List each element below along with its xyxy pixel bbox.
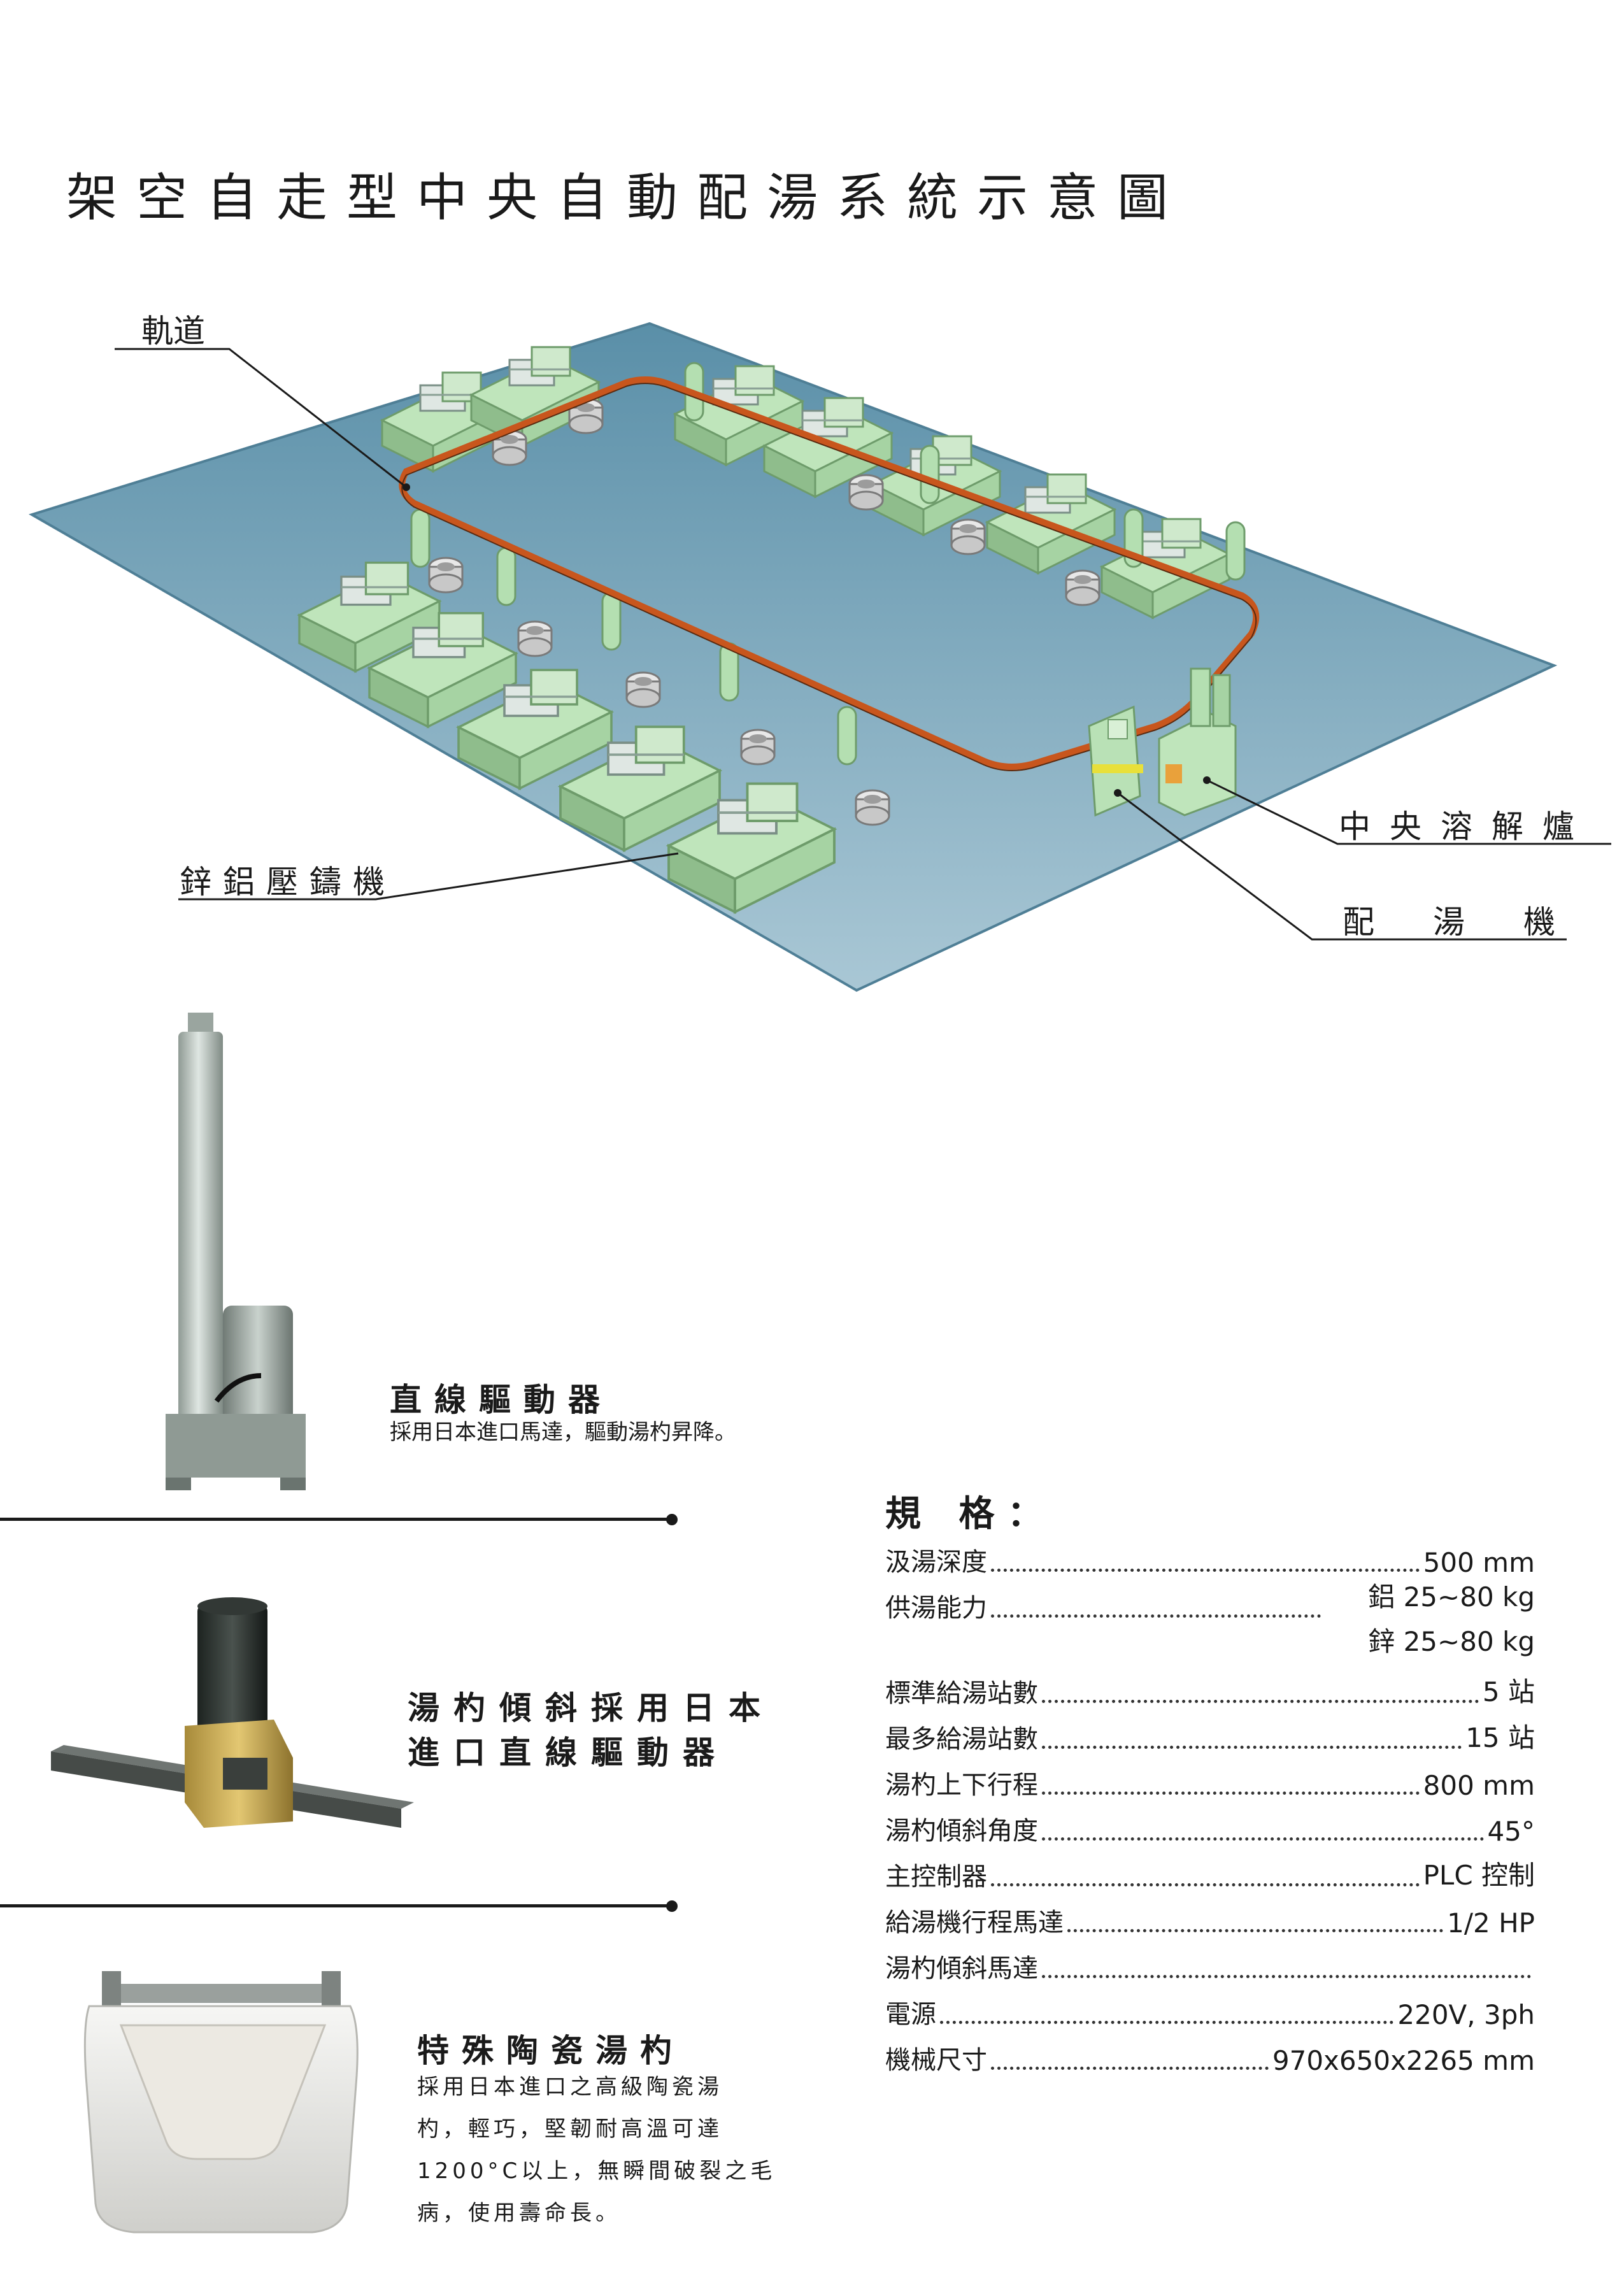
spec-row: 主控制器 PLC 控制 <box>885 1855 1535 1893</box>
product-3-desc-line: 杓，輕巧，堅韌耐高溫可達 <box>417 2116 723 2142</box>
tilt-actuator-photo <box>51 1597 414 1828</box>
spec-leader <box>991 1883 1420 1886</box>
spec-label: 最多給湯站數 <box>885 1725 1038 1754</box>
leader-furnace <box>1206 779 1611 845</box>
product-3-desc-line: 1200°C以上，無瞬間破裂之毛 <box>417 2158 776 2184</box>
spec-leader <box>991 1614 1321 1618</box>
spec-row: 最多給湯站數 15 站 <box>885 1717 1535 1755</box>
product-2-title-line-2: 進口直線驅動器 <box>408 1734 729 1771</box>
spec-label: 標準給湯站數 <box>885 1679 1038 1708</box>
spec-row: 機械尺寸 970x650x2265 mm <box>885 2038 1535 2076</box>
spec-label: 主控制器 <box>885 1862 987 1892</box>
spec-leader <box>1042 1792 1420 1795</box>
spec-value: 970x650x2265 mm <box>1272 2045 1535 2076</box>
spec-row: 電源 220V, 3ph <box>885 1992 1535 2030</box>
spec-leader <box>1042 1700 1479 1703</box>
spec-value: 鋅 25~80 kg <box>1368 1626 1535 1657</box>
spec-leader <box>1042 1746 1462 1749</box>
spec-row: 標準給湯站數 5 站 <box>885 1671 1535 1709</box>
spec-leader <box>940 2021 1394 2024</box>
product-1-title: 直線驅動器 <box>390 1381 613 1418</box>
spec-value: PLC 控制 <box>1423 1860 1535 1891</box>
spec-value: 800 mm <box>1423 1770 1535 1801</box>
product-1-desc: 採用日本進口馬達，驅動湯杓昇降。 <box>390 1420 736 1445</box>
spec-label: 機械尺寸 <box>885 2046 987 2075</box>
spec-row: 湯杓上下行程 800 mm <box>885 1763 1535 1801</box>
spec-label: 汲湯深度 <box>885 1548 987 1577</box>
ceramic-ladle-photo <box>83 1971 359 2234</box>
spec-leader <box>1067 1929 1444 1932</box>
spec-value: 鋁 25~80 kg <box>1368 1581 1535 1613</box>
page-title: 架空自走型中央自動配湯系統示意圖 <box>66 168 1187 227</box>
divider <box>0 1518 669 1521</box>
spec-row: 湯杓傾斜角度 45° <box>885 1809 1535 1847</box>
divider-dot <box>666 1900 678 1912</box>
spec-value: 220V, 3ph <box>1397 1999 1535 2030</box>
spec-leader <box>991 2067 1269 2070</box>
spec-value: 1/2 HP <box>1447 1907 1535 1939</box>
divider-dot <box>666 1514 678 1525</box>
label-dispenser: 配湯機 <box>1343 904 1614 941</box>
track-loop <box>399 376 1260 770</box>
label-furnace: 中央溶解爐 <box>1339 808 1593 845</box>
spec-label: 供湯能力 <box>885 1593 987 1623</box>
spec-value: 15 站 <box>1465 1722 1535 1753</box>
spec-label: 湯杓傾斜角度 <box>885 1816 1038 1846</box>
product-3-desc-line: 病，使用壽命長。 <box>417 2200 621 2226</box>
label-die-casting: 鋅鋁壓鑄機 <box>180 864 396 901</box>
product-3-desc-line: 採用日本進口之高級陶瓷湯 <box>417 2074 723 2100</box>
spec-row: 給湯機行程馬達 1/2 HP <box>885 1900 1535 1939</box>
spec-row: 供湯能力 <box>885 1586 1325 1624</box>
system-diagram <box>29 322 1611 992</box>
spec-label: 湯杓傾斜馬達 <box>885 1954 1038 1983</box>
spec-row: 湯杓傾斜馬達 <box>885 1946 1535 1984</box>
leader-dispenser <box>1117 792 1567 941</box>
label-track: 軌道 <box>141 313 205 350</box>
dispenser-machine <box>1088 705 1143 817</box>
central-furnace <box>1158 667 1237 816</box>
linear-actuator-photo <box>166 1013 306 1490</box>
spec-heading: 規 格： <box>885 1493 1056 1535</box>
spec-row: 汲湯深度 500 mm <box>885 1540 1535 1578</box>
spec-leader <box>1042 1975 1531 1978</box>
spec-value: 45° <box>1487 1816 1535 1847</box>
spec-label: 電源 <box>885 2000 936 2029</box>
leader-die-casting <box>178 852 679 901</box>
divider <box>0 1904 669 1907</box>
spec-label: 湯杓上下行程 <box>885 1771 1038 1800</box>
spec-label: 給湯機行程馬達 <box>885 1908 1064 1937</box>
spec-value: 5 站 <box>1482 1676 1535 1707</box>
product-2-title-line-1: 湯杓傾斜採用日本 <box>408 1690 774 1727</box>
leader-track <box>115 348 407 488</box>
product-3-title: 特殊陶瓷湯杓 <box>417 2032 685 2069</box>
spec-leader <box>991 1569 1420 1572</box>
spec-leader <box>1042 1837 1484 1841</box>
spec-value: 500 mm <box>1423 1547 1535 1578</box>
